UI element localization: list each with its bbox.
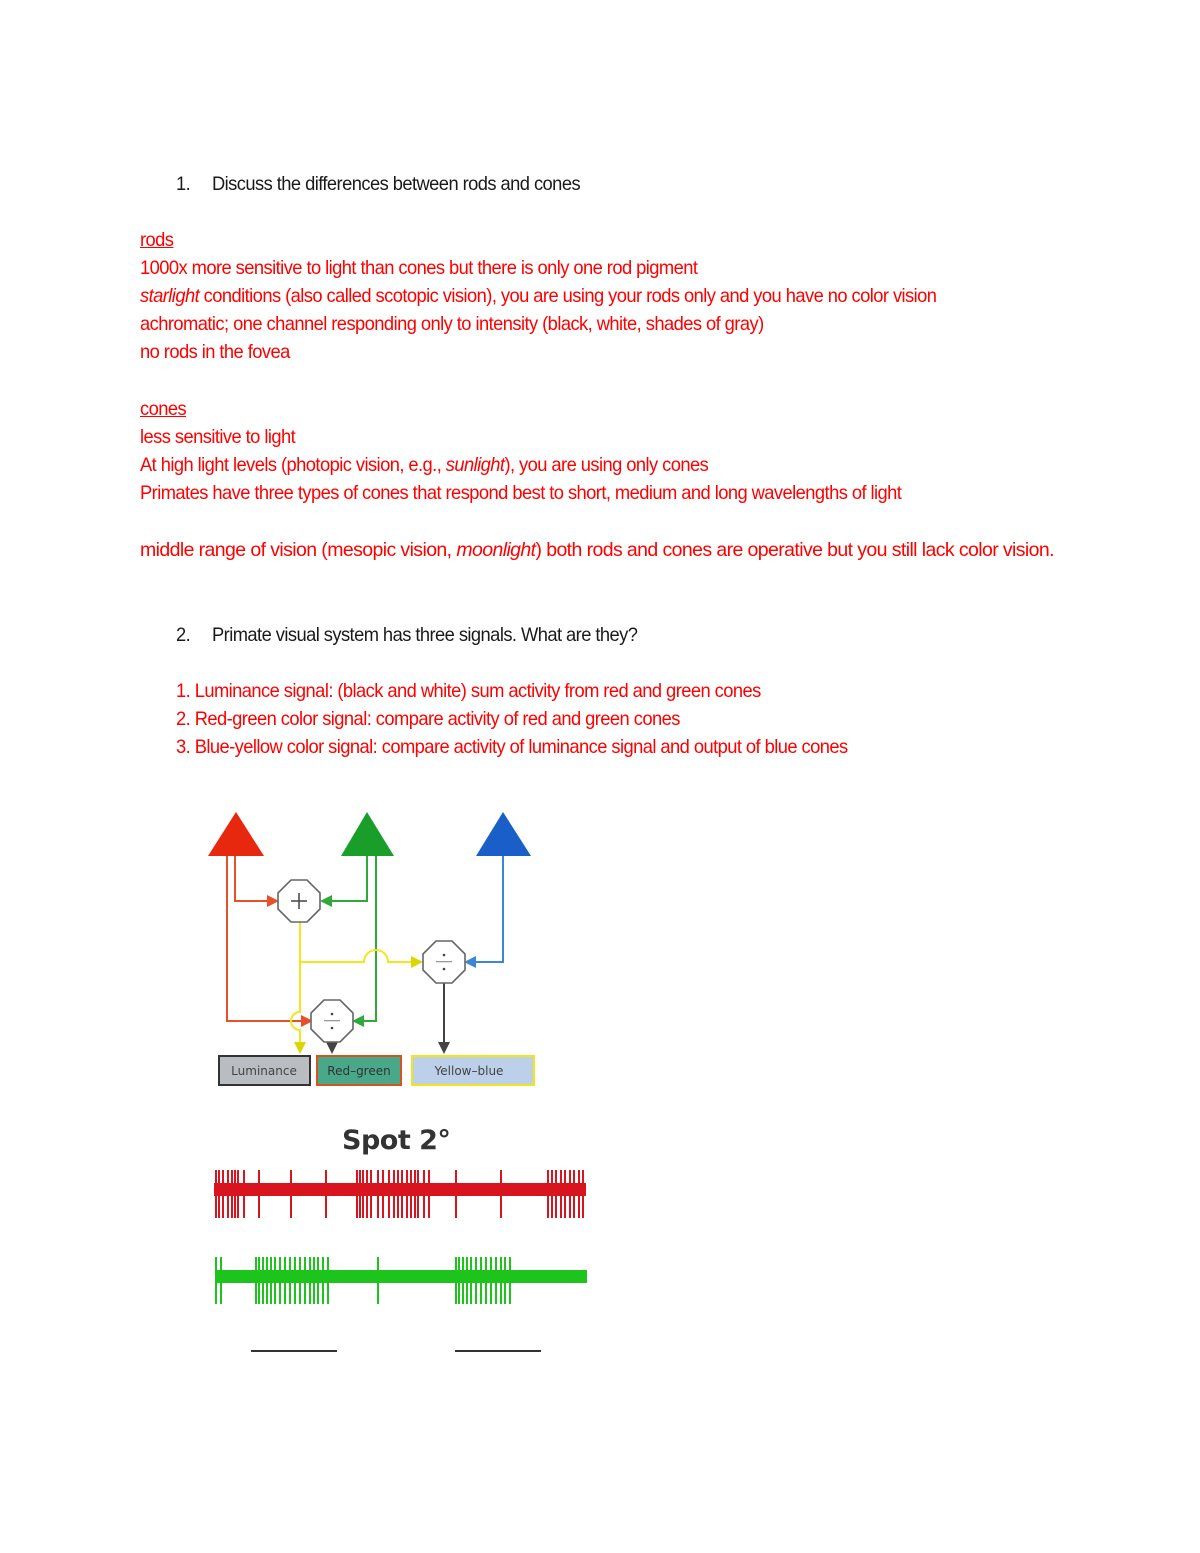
question-1-number: 1. <box>176 173 191 195</box>
luminance-label: Luminance <box>231 1064 297 1078</box>
green-spike-trace <box>215 1257 587 1304</box>
redgreen-label: Red–green <box>327 1064 390 1078</box>
green-to-sum-line <box>320 855 368 907</box>
luminance-output-box <box>218 1055 311 1086</box>
luminance-to-yellowblue-line <box>300 949 423 968</box>
answer-blank-2[interactable] <box>455 1350 541 1352</box>
rods-line-3: achromatic; one channel responding only … <box>140 313 764 335</box>
red-to-sum-line <box>234 855 279 907</box>
cones-line-2: At high light levels (photopic vision, e… <box>140 454 709 476</box>
blue-to-yellowblue-line <box>464 855 504 968</box>
signal-2: 2. Red-green color signal: compare activ… <box>176 708 680 730</box>
yellowblue-label: Yellow–blue <box>434 1064 504 1078</box>
redgreen-output-box <box>316 1055 402 1086</box>
rods-line-1: 1000x more sensitive to light than cones… <box>140 257 698 279</box>
red-spike-trace <box>214 1170 586 1218</box>
yellowblue-output-box <box>411 1055 535 1086</box>
question-1-prompt: Discuss the differences between rods and… <box>212 173 581 195</box>
cones-line-1: less sensitive to light <box>140 426 296 448</box>
rods-heading: rods <box>140 229 174 251</box>
mesopic-paragraph: middle range of vision (mesopic vision, … <box>140 539 1055 561</box>
green-to-redgreen-line <box>352 855 377 1027</box>
question-2-number: 2. <box>176 624 191 646</box>
rods-line-4: no rods in the fovea <box>140 341 290 363</box>
red-cone-icon <box>208 812 264 856</box>
answer-blank-1[interactable] <box>251 1350 337 1352</box>
red-to-redgreen-line <box>226 855 313 1027</box>
spike-figure-title: Spot 2° <box>342 1125 451 1156</box>
blue-cone-icon <box>476 812 531 856</box>
signal-3: 3. Blue-yellow color signal: compare act… <box>176 736 848 758</box>
cones-line-3: Primates have three types of cones that … <box>140 482 902 504</box>
signal-1: 1. Luminance signal: (black and white) s… <box>176 680 761 702</box>
green-cone-icon <box>341 812 394 856</box>
luminance-line <box>290 922 306 1054</box>
rods-line-2: starlight conditions (also called scotop… <box>140 285 937 307</box>
question-2-prompt: Primate visual system has three signals.… <box>212 624 638 646</box>
cones-heading: cones <box>140 398 187 420</box>
